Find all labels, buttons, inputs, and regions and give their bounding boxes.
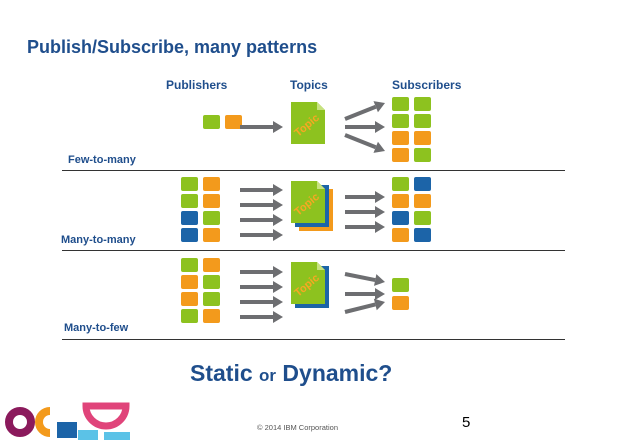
tagline: Static or Dynamic?	[190, 360, 392, 387]
publisher-square	[181, 275, 198, 289]
copyright: © 2014 IBM Corporation	[257, 423, 338, 432]
publisher-square	[181, 258, 198, 272]
flow-arrow-head	[374, 274, 385, 286]
row-divider	[62, 250, 565, 251]
flow-arrow-head	[273, 214, 283, 226]
publisher-square	[203, 309, 220, 323]
subscriber-square	[414, 211, 431, 225]
flow-arrow-head	[273, 184, 283, 196]
publisher-square	[181, 292, 198, 306]
publisher-square	[203, 292, 220, 306]
page-number: 5	[462, 414, 471, 431]
column-header-subscribers: Subscribers	[392, 78, 462, 92]
subscriber-square	[392, 194, 409, 208]
flow-arrow	[344, 272, 376, 283]
topic-document-icon	[291, 181, 325, 223]
publisher-square	[203, 228, 220, 242]
flow-arrow-head	[375, 221, 385, 233]
column-header-publishers: Publishers	[166, 78, 228, 92]
subscriber-square	[392, 177, 409, 191]
topic-page-fold	[317, 262, 325, 270]
subscriber-square	[414, 177, 431, 191]
flow-arrow-head	[273, 199, 283, 211]
publisher-square	[203, 177, 220, 191]
publisher-square	[203, 258, 220, 272]
column-header-topics: Topics	[290, 78, 328, 92]
subscriber-square	[392, 97, 409, 111]
subscriber-square	[392, 114, 409, 128]
flow-arrow-head	[373, 101, 385, 113]
publisher-square	[203, 194, 220, 208]
subscriber-square	[414, 148, 431, 162]
topic-page-fold	[317, 181, 325, 189]
subscriber-square	[414, 131, 431, 145]
row-divider	[62, 339, 565, 340]
flow-arrow-head	[273, 266, 283, 278]
flow-arrow-head	[373, 141, 385, 153]
tagline-dynamic: Dynamic?	[282, 360, 393, 386]
tagline-static: Static	[190, 360, 253, 386]
row-label-many-to-many: Many-to-many	[61, 234, 136, 246]
flow-arrow-head	[375, 288, 385, 300]
flow-arrow-head	[273, 311, 283, 323]
row-label-few-to-many: Few-to-many	[68, 154, 136, 166]
subscriber-square	[414, 114, 431, 128]
flow-arrow-head	[375, 121, 385, 133]
subscriber-square	[414, 194, 431, 208]
topic-document-icon	[291, 102, 325, 144]
topic-document-icon	[291, 262, 325, 304]
row-label-many-to-few: Many-to-few	[64, 322, 129, 334]
subscriber-square	[392, 148, 409, 162]
flow-arrow-head	[273, 296, 283, 308]
flow-arrow	[344, 133, 377, 150]
flow-arrow-head	[373, 298, 385, 311]
flow-arrow-head	[375, 206, 385, 218]
subscriber-square	[392, 278, 409, 292]
flow-arrow-head	[273, 229, 283, 241]
flow-arrow-head	[273, 281, 283, 293]
publisher-square	[181, 194, 198, 208]
publisher-square	[181, 228, 198, 242]
subscriber-square	[392, 211, 409, 225]
subscriber-square	[414, 228, 431, 242]
flow-arrow-head	[273, 121, 283, 133]
topic-page-fold	[317, 102, 325, 110]
subscriber-square	[392, 296, 409, 310]
flow-arrow-head	[375, 191, 385, 203]
ibm-decorative-logo	[5, 402, 130, 440]
subscriber-square	[392, 228, 409, 242]
publisher-square	[181, 211, 198, 225]
subscriber-square	[414, 97, 431, 111]
row-divider	[62, 170, 565, 171]
publisher-square	[203, 275, 220, 289]
subscriber-square	[392, 131, 409, 145]
publisher-square	[225, 115, 242, 129]
tagline-or: or	[259, 366, 277, 385]
publisher-square	[203, 211, 220, 225]
flow-arrow	[344, 104, 377, 121]
flow-arrow	[344, 302, 376, 314]
publisher-square	[181, 177, 198, 191]
slide-title: Publish/Subscribe, many patterns	[27, 37, 318, 57]
publisher-square	[203, 115, 220, 129]
publisher-square	[181, 309, 198, 323]
